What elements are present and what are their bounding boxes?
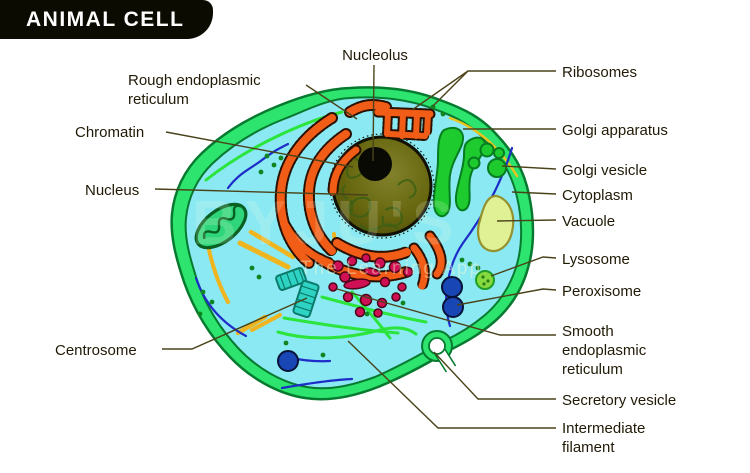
golgi-vesicle xyxy=(467,156,481,170)
label-vacuole: Vacuole xyxy=(562,213,616,230)
leader-nucleolus xyxy=(372,64,375,162)
label-centrosome: Centrosome xyxy=(55,342,137,359)
nucleus xyxy=(329,133,435,239)
golgi-vesicle xyxy=(493,147,505,159)
leader-peroxisome xyxy=(456,288,557,306)
leader-rough-er xyxy=(305,84,358,120)
label-golgi-vesicle: Golgi vesicle xyxy=(562,162,648,179)
leader-ribosomes-2 xyxy=(432,70,469,107)
golgi-apparatus xyxy=(432,126,507,218)
smooth-endoplasmic-reticulum xyxy=(328,253,414,318)
mitochondrion xyxy=(194,202,248,250)
label-intermediate-filament: Intermediate filament xyxy=(562,420,646,456)
leader-centrosome xyxy=(162,297,308,350)
nucleolus xyxy=(358,147,392,181)
leader-nucleus xyxy=(154,188,369,196)
leader-smooth-er xyxy=(336,288,556,336)
leader-golgi-vesicle xyxy=(501,165,557,170)
label-secretory-vesicle: Secretory vesicle xyxy=(562,392,677,409)
label-chromatin: Chromatin xyxy=(75,124,145,141)
rough-endoplasmic-reticulum xyxy=(274,98,447,292)
secretory-vesicle xyxy=(421,330,457,373)
label-golgi-apparatus: Golgi apparatus xyxy=(562,122,668,139)
leader-lysosome xyxy=(490,256,557,277)
leader-lines xyxy=(154,64,557,429)
leader-chromatin xyxy=(165,131,354,168)
page-title: ANIMAL CELL xyxy=(26,8,185,31)
vacuole xyxy=(477,194,515,253)
label-nucleolus: Nucleolus xyxy=(342,47,408,64)
golgi-vesicle xyxy=(479,142,495,158)
blue-vesicle xyxy=(277,350,299,372)
golgi-vesicle xyxy=(487,158,507,178)
label-cytoplasm: Cytoplasm xyxy=(562,187,633,204)
leader-vacuole xyxy=(496,219,557,222)
peroxisome xyxy=(277,276,464,372)
leader-secretory-vesicle xyxy=(433,351,556,400)
lysosome xyxy=(475,270,495,290)
leader-intermediate-filament xyxy=(347,340,556,429)
title-badge: ANIMAL CELL xyxy=(0,0,213,39)
label-ribosomes: Ribosomes xyxy=(562,64,638,81)
leader-cytoplasm xyxy=(511,191,557,195)
ribosome-dots xyxy=(197,104,481,358)
label-smooth-er: Smooth endoplasmic reticulum xyxy=(562,323,647,378)
label-peroxisome: Peroxisome xyxy=(562,283,642,300)
label-nucleus: Nucleus xyxy=(85,182,140,199)
label-rough-er: Rough endoplasmic reticulum xyxy=(128,72,261,108)
label-lysosome: Lysosome xyxy=(562,251,630,268)
